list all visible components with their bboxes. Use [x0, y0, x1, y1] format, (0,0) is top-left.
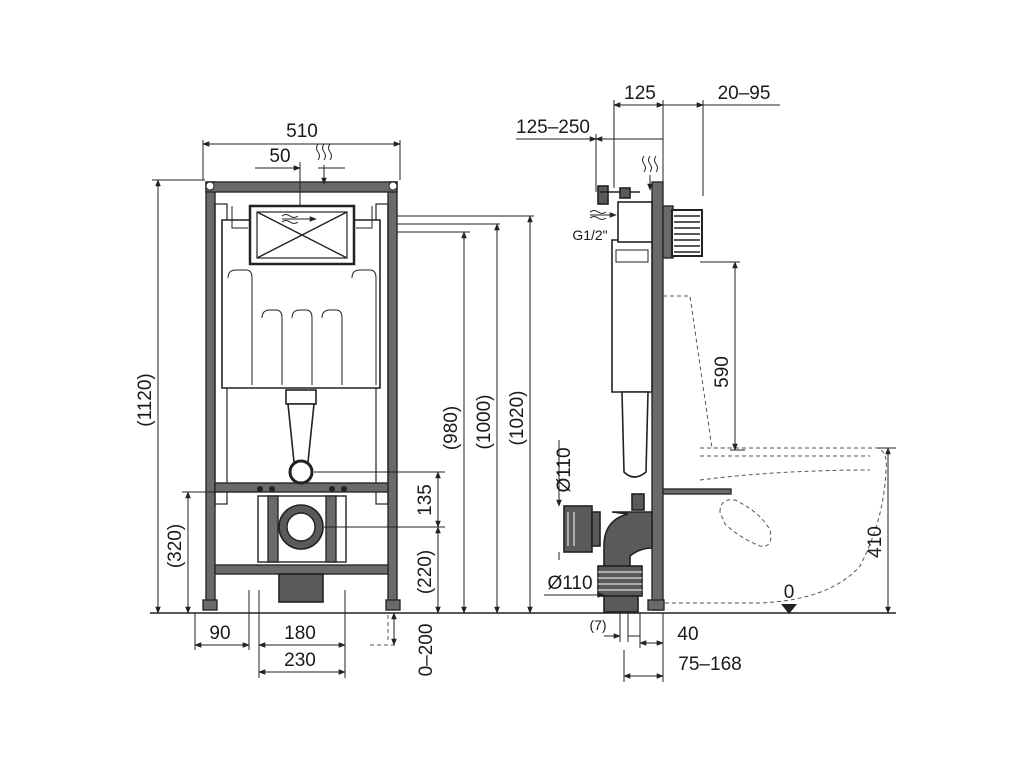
side-view — [563, 155, 887, 613]
dim-side-125-250: 125–250 — [516, 117, 590, 138]
side-water-symbol — [589, 155, 658, 220]
frame-left-foot — [202, 599, 218, 611]
dim-side-590: 590 — [712, 356, 733, 388]
label-g12: G1/2" — [572, 227, 607, 243]
side-drain-socket — [563, 505, 601, 553]
drain-stub — [278, 573, 324, 603]
dim-side-d110-lower: Ø110 — [547, 573, 592, 594]
dim-side-40: 40 — [677, 624, 698, 645]
front-view — [202, 143, 401, 611]
frame-right-foot — [385, 599, 401, 611]
dim-1000: (1000) — [474, 395, 495, 450]
label-floor-zero: 0 — [784, 582, 795, 603]
floor-zero-marker — [781, 604, 797, 614]
side-flush-pipe — [621, 391, 649, 478]
side-dimensions: 125 20–95 125–250 G1/2" 590 Ø110 Ø110 41… — [516, 83, 896, 682]
dim-1120: (1120) — [135, 373, 156, 427]
water-inlet-arrow-front — [281, 214, 317, 224]
side-drain-elbow — [603, 511, 653, 567]
dim-180: 180 — [284, 623, 316, 644]
frame-low-rail — [214, 564, 389, 575]
front-dimensions: 510 50 (1120) (980) (1000) (1020) (320) … — [135, 121, 534, 678]
dim-side-410: 410 — [865, 526, 886, 558]
dim-side-d110-upper: Ø110 — [554, 447, 575, 492]
water-inlet-symbol — [316, 143, 332, 185]
dim-side-75-168: 75–168 — [678, 654, 741, 675]
dim-90: 90 — [209, 623, 230, 644]
frame-left-post — [205, 181, 216, 609]
dim-side-7: (7) — [589, 617, 606, 633]
mounting-bolt — [662, 488, 732, 495]
flush-outlet — [288, 459, 314, 485]
side-cistern — [611, 239, 653, 393]
dim-50: 50 — [269, 146, 290, 167]
dim-side-125: 125 — [624, 83, 656, 104]
wc-bowl-outline — [663, 295, 887, 604]
dim-230: 230 — [284, 650, 316, 671]
dim-1020: (1020) — [507, 391, 528, 446]
dim-980: (980) — [441, 406, 462, 450]
frame-top-rail — [205, 181, 398, 193]
flush-pipe — [287, 403, 315, 463]
frame-right-post — [387, 181, 398, 609]
dim-220: (220) — [415, 550, 436, 594]
dim-135: 135 — [415, 484, 436, 516]
dim-510: 510 — [286, 121, 318, 142]
dim-side-20-95: 20–95 — [718, 83, 771, 104]
dim-320: (320) — [165, 524, 186, 568]
side-frame-post — [651, 181, 664, 611]
dim-0-200: 0–200 — [416, 624, 437, 677]
